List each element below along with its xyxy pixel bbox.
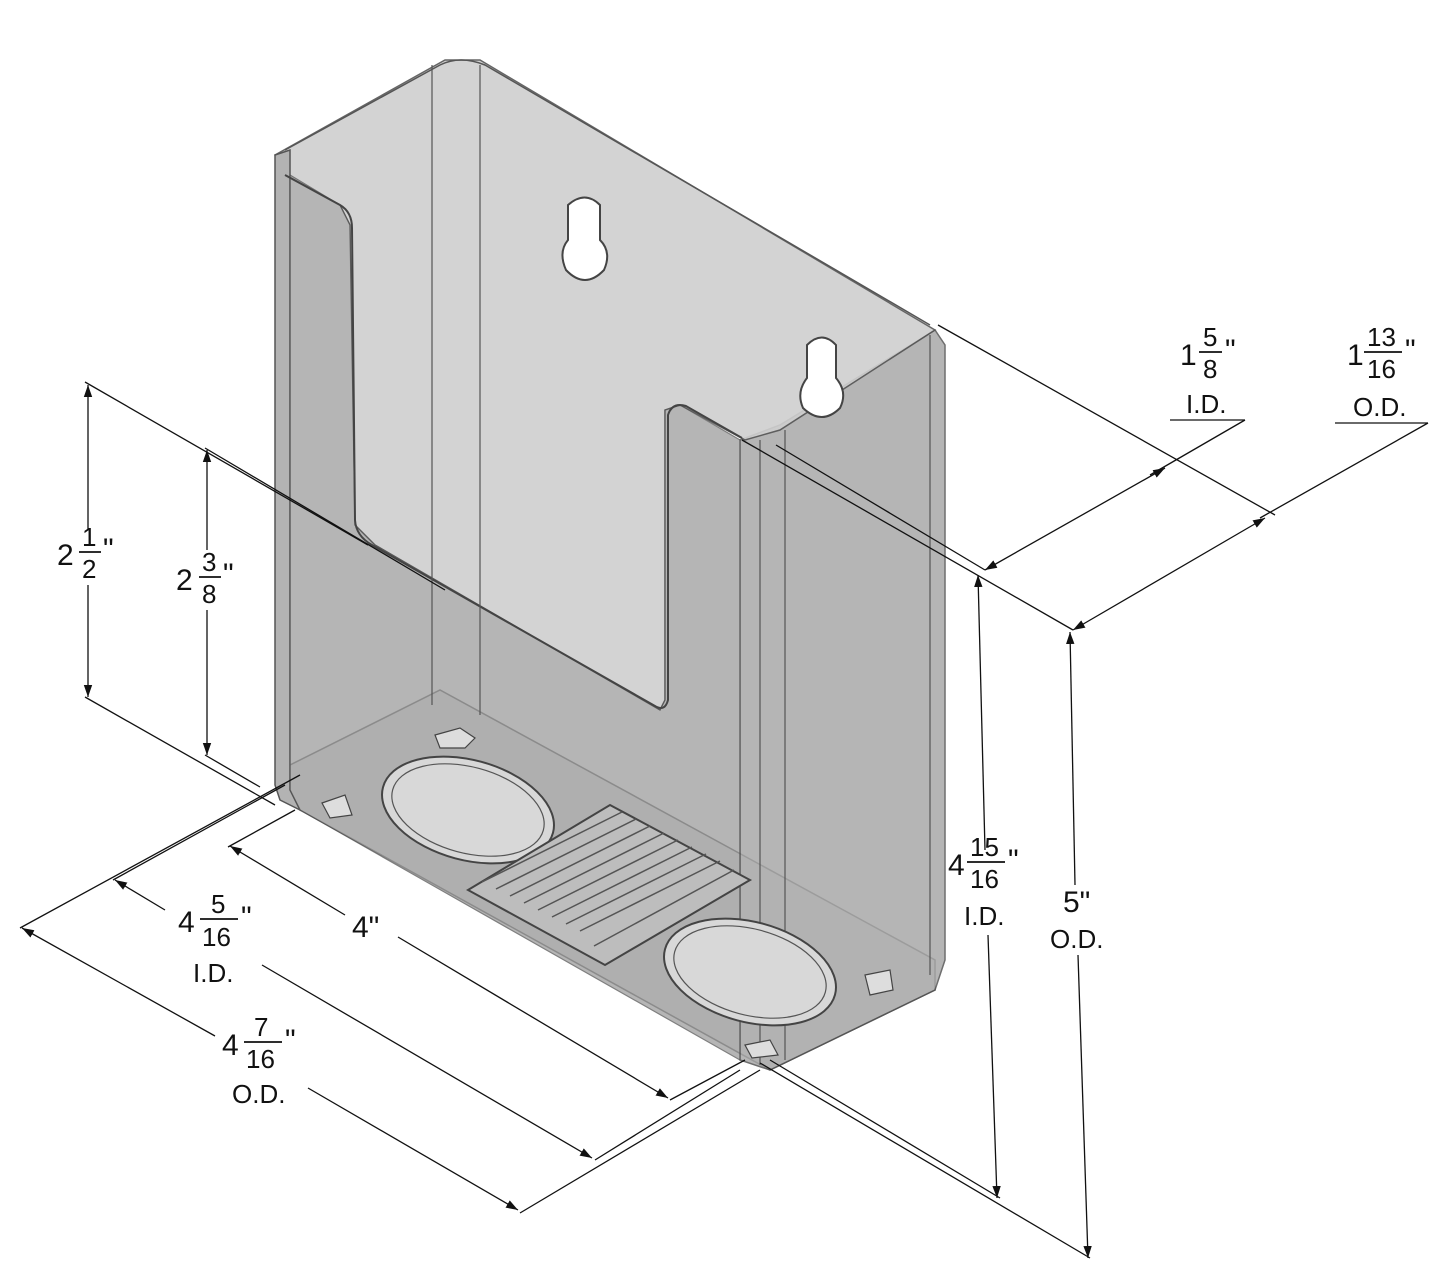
dim-slot-outer: 2 1 2 " [57,522,114,584]
svg-text:16: 16 [1367,354,1396,384]
svg-text:8: 8 [1203,354,1217,384]
svg-text:O.D.: O.D. [1050,924,1103,954]
svg-text:": " [1008,844,1019,877]
svg-text:1: 1 [1180,339,1197,372]
svg-text:2: 2 [57,539,74,572]
svg-text:16: 16 [202,922,231,952]
svg-text:": " [241,901,252,934]
svg-text:O.D.: O.D. [232,1079,285,1109]
svg-text:I.D.: I.D. [964,901,1004,931]
svg-text:2: 2 [82,554,96,584]
holder-body [274,59,946,1071]
svg-text:5": 5" [1063,886,1090,919]
svg-text:2: 2 [176,564,193,597]
svg-text:8: 8 [202,579,216,609]
svg-text:13: 13 [1367,322,1396,352]
dim-depth-od: 1 13 16 " O.D. [1347,322,1416,422]
holder-left-rim [284,174,743,709]
extension-lines [19,324,1429,1259]
svg-text:I.D.: I.D. [1186,389,1226,419]
svg-text:4: 4 [948,849,965,882]
dim-width-id: 4 5 16 " I.D. [178,889,252,988]
dim-width-od: 4 7 16 " O.D. [222,1012,296,1109]
dim-height-od: 5" O.D. [1050,886,1103,954]
svg-text:4: 4 [178,906,195,939]
svg-text:7: 7 [254,1012,268,1042]
svg-text:O.D.: O.D. [1353,392,1406,422]
svg-text:4": 4" [352,911,379,944]
svg-text:16: 16 [246,1044,275,1074]
svg-text:": " [223,558,234,591]
svg-text:16: 16 [970,864,999,894]
floor-circle-left [381,755,555,865]
svg-text:": " [1225,334,1236,367]
svg-text:15: 15 [970,832,999,862]
keyhole-upper [561,196,609,281]
keyhole-lower [799,336,845,418]
svg-text:": " [285,1024,296,1057]
dim-depth-id: 1 5 8 " I.D. [1180,322,1236,419]
svg-text:": " [103,533,114,566]
svg-text:": " [1405,334,1416,367]
svg-text:5: 5 [1203,322,1217,352]
dimension-lines [21,385,1266,1259]
floor-circle-right [663,917,837,1027]
svg-text:4: 4 [222,1029,239,1062]
dim-height-id: 4 15 16 " I.D. [948,832,1019,931]
ribbed-tray [465,803,753,967]
svg-text:1: 1 [82,522,96,552]
dim-slot-inner: 2 3 8 " [176,547,234,609]
svg-text:5: 5 [211,889,225,919]
dim-width-slot: 4" [352,911,379,944]
svg-text:1: 1 [1347,339,1364,372]
svg-text:I.D.: I.D. [193,958,233,988]
svg-text:3: 3 [202,547,216,577]
